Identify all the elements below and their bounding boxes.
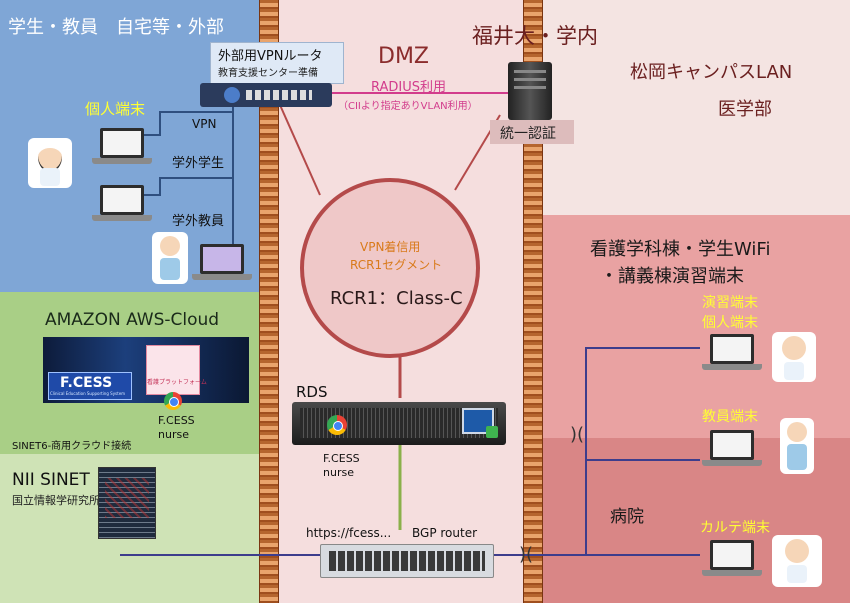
label-matsuoka-lan: 松岡キャンパスLAN	[630, 62, 793, 83]
label-home-zone: 学生・教員 自宅等・外部	[8, 17, 224, 38]
nurse-practice-icon	[772, 332, 816, 382]
label-medical: 医学部	[718, 99, 772, 120]
nurse-karte-icon	[772, 535, 822, 587]
router-ports-icon	[246, 90, 312, 100]
label-aws: AMAZON AWS-Cloud	[45, 310, 220, 330]
bgp-label: BGP router	[412, 526, 478, 540]
fcess-app2: nurse	[158, 428, 189, 441]
external-student-label: 学外学生	[172, 156, 225, 171]
svg-text:)(: )(	[570, 424, 584, 445]
karte-terminal-label: カルテ端末	[700, 520, 770, 536]
auth-label-box	[490, 120, 574, 144]
remote-desktop-icon	[462, 408, 498, 438]
bgp-url: https://fcess...	[306, 526, 392, 540]
nurse-faculty-icon	[780, 418, 814, 474]
label-dmz: DMZ	[378, 44, 429, 69]
label-nursing: 看護学科棟・学生WiFi	[590, 239, 771, 260]
faculty-terminal-label: 教員端末	[702, 409, 758, 425]
rcr-main: RCR1：Class-C	[330, 288, 463, 309]
personal-device-label: 個人端末	[85, 100, 146, 118]
auth-server-icon	[508, 62, 552, 120]
firewall-left	[259, 0, 279, 603]
zone-nursing	[530, 215, 850, 445]
radius-label: RADIUS利用	[371, 80, 447, 95]
rds-app2: nurse	[323, 466, 354, 479]
router-sub: 教育支援センター準備	[218, 68, 318, 79]
rcr-line1: VPN着信用	[360, 240, 421, 254]
nii-rack-image	[98, 467, 156, 539]
label-nii-sub: 国立情報学研究所	[12, 494, 100, 507]
practice-personal-label: 個人端末	[702, 315, 758, 331]
fcess-badge-box	[146, 345, 200, 395]
router-title: 外部用VPNルータ	[218, 49, 323, 64]
rds-chrome-icon	[327, 415, 347, 435]
label-campus: 福井大・学内	[472, 24, 598, 48]
label-lecture: ・講義棟演習端末	[600, 266, 744, 287]
rds-label: RDS	[296, 383, 328, 401]
label-nii-title: NII SINET	[12, 470, 90, 490]
vpn-label: VPN	[192, 117, 217, 131]
practice-terminal-label: 演習端末	[702, 295, 758, 311]
fcess-badge: 看護プラットフォーム	[147, 379, 207, 386]
rcr-line2: RCR1セグメント	[350, 258, 443, 272]
vpn-router-device	[200, 83, 332, 107]
nurse-icon	[28, 138, 72, 188]
radius-note: （CIIより指定ありVLAN利用）	[338, 101, 478, 112]
fcess-tagline: Clinical Education Supporting System	[50, 391, 126, 396]
zone-campus	[530, 0, 850, 215]
router-port-icon	[224, 87, 240, 103]
firewall-right	[523, 0, 543, 603]
fcess-logo: F.CESS	[60, 375, 113, 391]
teacher-nurse-icon	[152, 232, 188, 284]
fcess-app1: F.CESS	[158, 414, 195, 427]
chrome-icon	[164, 392, 182, 410]
label-hospital: 病院	[610, 507, 644, 527]
auth-label: 統一認証	[500, 126, 556, 142]
fcess-logo-box	[48, 372, 132, 400]
svg-text:)(: )(	[519, 544, 533, 565]
bgp-router-device	[320, 544, 494, 578]
sinet-connection-label: SINET6-商用クラウド接続	[12, 441, 132, 452]
rds-app1: F.CESS	[323, 452, 360, 465]
external-teacher-label: 学外教員	[172, 214, 225, 229]
